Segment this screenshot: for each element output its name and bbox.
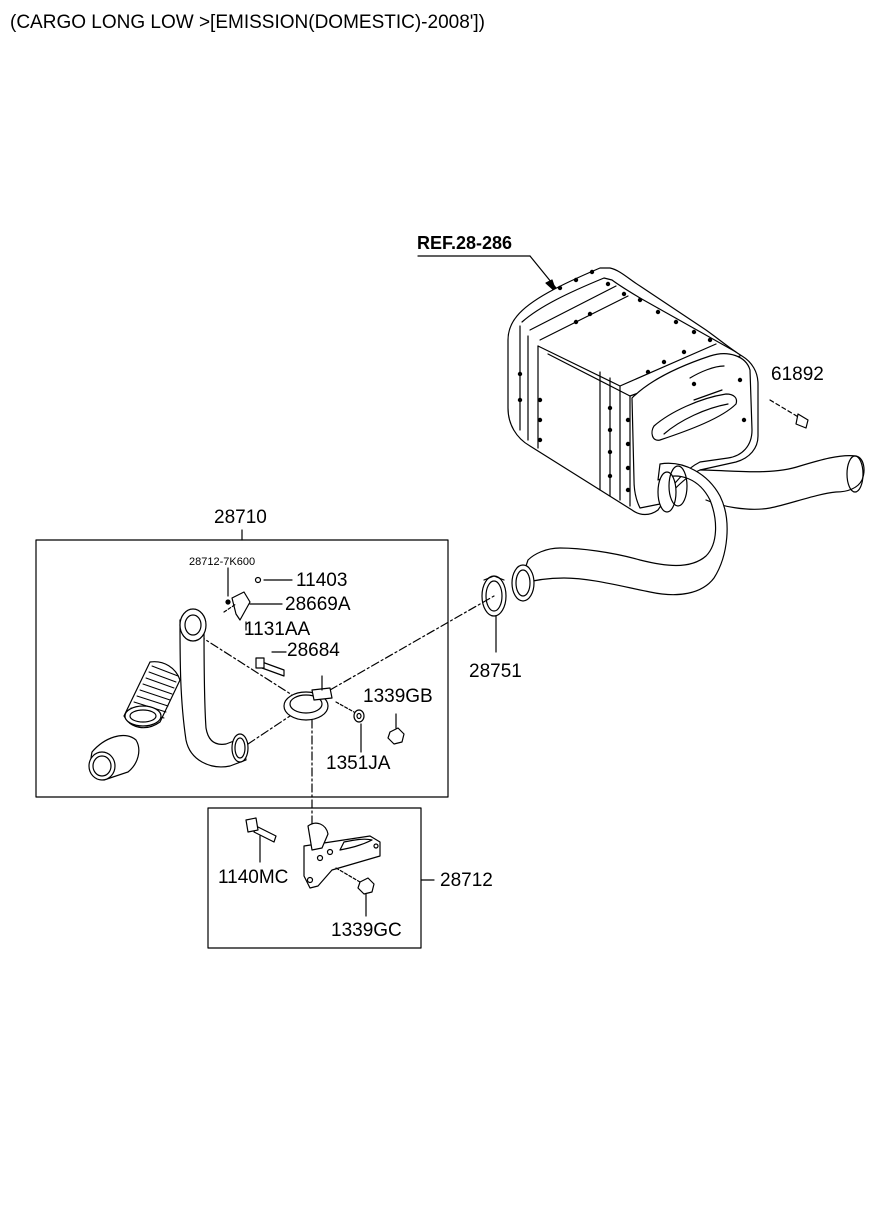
part-label-1339gb[interactable]: 1339GB: [363, 686, 433, 707]
part-label-28684[interactable]: 28684: [287, 640, 340, 661]
bracket-frame-28712: [207, 807, 422, 949]
muffler-assembly: [507, 267, 865, 602]
part-label-28710[interactable]: 28710: [214, 507, 267, 528]
part-label-1351ja[interactable]: 1351JA: [326, 753, 391, 774]
part-label-1140mc[interactable]: 1140MC: [218, 867, 289, 888]
part-label-28712[interactable]: 28712: [440, 870, 493, 891]
part-label-61892[interactable]: 61892: [771, 364, 824, 385]
exhaust-pipe-kit: [88, 576, 495, 781]
ref-pointer: [417, 255, 557, 293]
part-label-1131aa[interactable]: 1131AA: [244, 619, 311, 640]
part-label-28669a[interactable]: 28669A: [285, 594, 351, 615]
ref-label[interactable]: REF.28-286: [417, 233, 513, 253]
part-label-11403[interactable]: 11403: [296, 570, 348, 591]
part-label-1339gc[interactable]: 1339GC: [331, 920, 402, 941]
page-title: (CARGO LONG LOW >[EMISSION(DOMESTIC)-200…: [10, 12, 485, 33]
hanger-bracket: [245, 817, 381, 917]
part-label-28712-7k600[interactable]: 28712-7K600: [189, 556, 256, 568]
leader-lines: [227, 567, 293, 653]
clamp-28751: [481, 575, 507, 653]
part-label-28751[interactable]: 28751: [469, 661, 522, 682]
